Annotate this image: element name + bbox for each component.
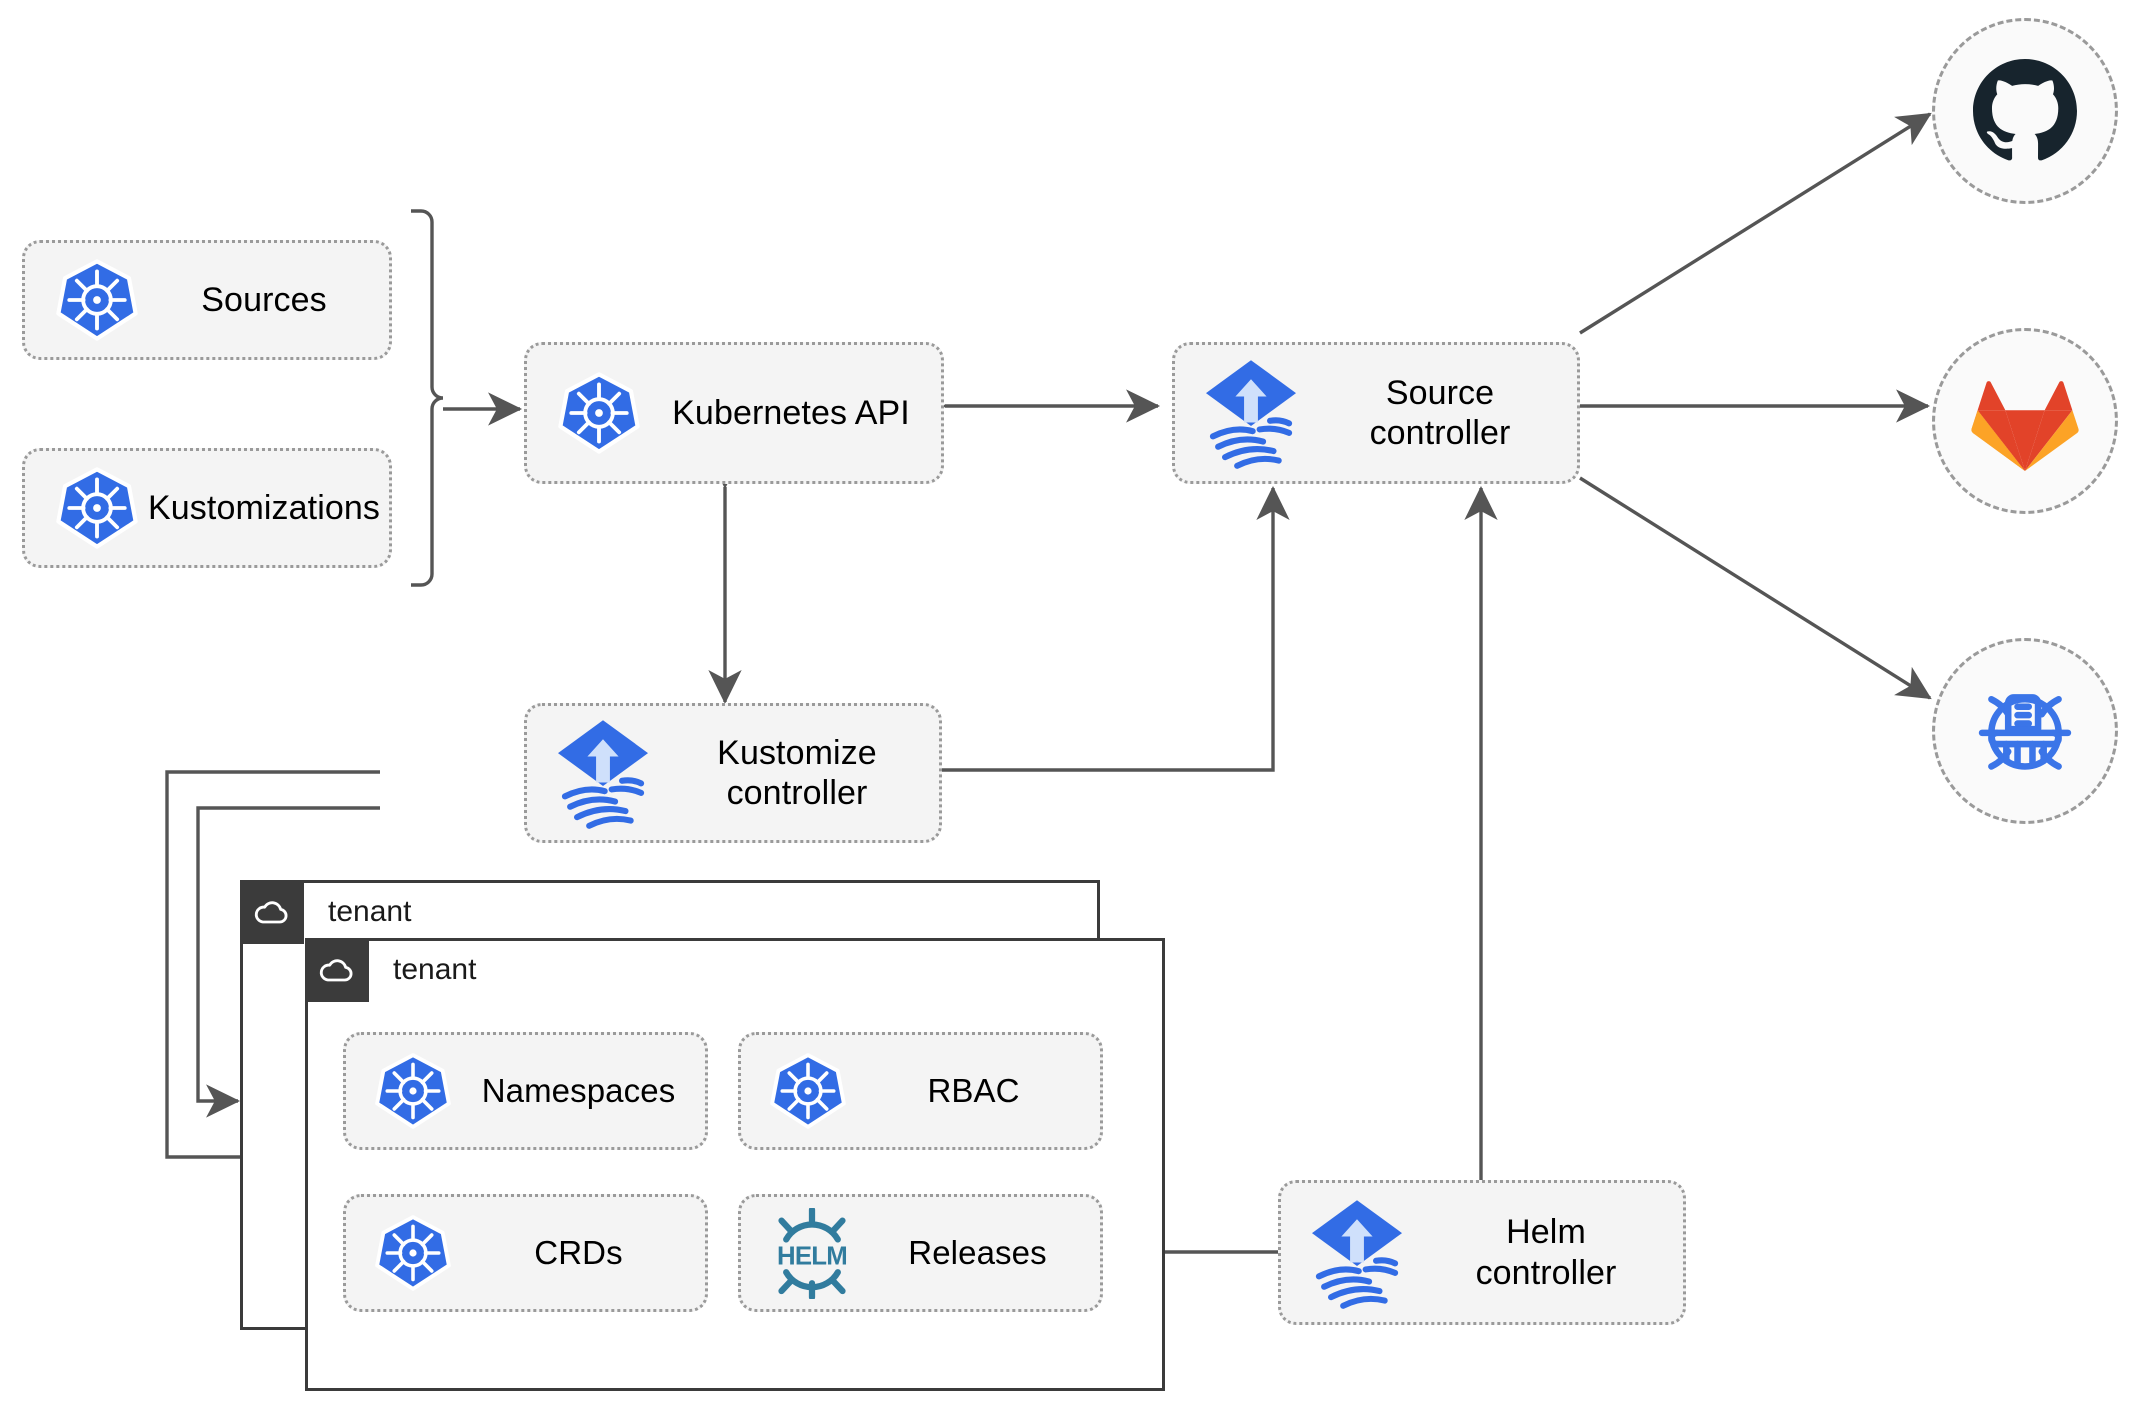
provider-helm-repository[interactable] bbox=[1932, 638, 2118, 824]
card-crds[interactable]: CRDs bbox=[343, 1194, 708, 1312]
card-label: CRDs bbox=[534, 1233, 623, 1271]
provider-gitlab[interactable] bbox=[1932, 328, 2118, 514]
edge-kustomize-to-source bbox=[937, 485, 1290, 772]
node-kustomize-controller[interactable]: Kustomize controller bbox=[524, 703, 942, 843]
sources-group-bracket bbox=[411, 209, 444, 587]
kubernetes-icon bbox=[374, 1052, 452, 1130]
flux-glyph bbox=[557, 720, 649, 829]
kubernetes-glyph bbox=[375, 1053, 451, 1129]
card-label: Sources bbox=[201, 280, 327, 319]
flux-glyph bbox=[1205, 360, 1297, 469]
kubernetes-glyph bbox=[558, 372, 640, 454]
card-rbac[interactable]: RBAC bbox=[738, 1032, 1103, 1150]
kubernetes-glyph bbox=[56, 467, 138, 549]
kubernetes-glyph bbox=[770, 1053, 846, 1129]
kubernetes-icon bbox=[769, 1052, 847, 1130]
flux-glyph bbox=[1311, 1199, 1403, 1309]
github-icon bbox=[1973, 59, 2077, 161]
flux-icon bbox=[1305, 1195, 1409, 1311]
tenant-label: tenant bbox=[328, 895, 412, 928]
node-source-controller[interactable]: Source controller bbox=[1172, 342, 1580, 484]
card-label: Namespaces bbox=[481, 1071, 676, 1109]
card-releases[interactable]: HELM Releases bbox=[738, 1194, 1103, 1312]
cloud-icon bbox=[305, 938, 369, 1002]
kubernetes-icon bbox=[55, 466, 139, 550]
kubernetes-icon bbox=[55, 258, 139, 342]
tenant-label: tenant bbox=[393, 953, 477, 986]
flux-icon bbox=[1199, 355, 1303, 471]
flux-icon bbox=[551, 715, 655, 831]
card-label: Releases bbox=[908, 1233, 1047, 1271]
kubernetes-icon bbox=[374, 1214, 452, 1292]
card-label: Kustomizations bbox=[148, 488, 380, 527]
tenant-header-2: tenant bbox=[305, 938, 476, 1002]
node-label: Kustomize controller bbox=[717, 733, 877, 812]
card-sources[interactable]: Sources bbox=[22, 240, 392, 360]
card-label: RBAC bbox=[927, 1071, 1020, 1109]
tenant-group-2: tenant bbox=[305, 938, 1165, 1391]
provider-github[interactable] bbox=[1932, 18, 2118, 204]
node-kubernetes-api[interactable]: Kubernetes API bbox=[524, 342, 944, 484]
card-namespaces[interactable]: Namespaces bbox=[343, 1032, 708, 1150]
node-helm-controller[interactable]: Helm controller bbox=[1278, 1180, 1686, 1325]
kubernetes-glyph bbox=[375, 1215, 451, 1291]
cloud-icon bbox=[240, 880, 304, 944]
tenant-header-1: tenant bbox=[240, 880, 411, 944]
kubernetes-glyph bbox=[56, 259, 138, 341]
helm-registry-icon bbox=[1978, 694, 2072, 770]
edge-source-to-github bbox=[1579, 112, 1932, 335]
node-label: Source controller bbox=[1369, 373, 1511, 452]
gitlab-icon bbox=[1971, 381, 2079, 471]
node-label: Kubernetes API bbox=[672, 393, 910, 432]
helm-icon: HELM bbox=[769, 1207, 855, 1299]
card-kustomizations[interactable]: Kustomizations bbox=[22, 448, 392, 568]
edge-source-to-helm-registry bbox=[1579, 476, 1932, 700]
svg-text:HELM: HELM bbox=[777, 1242, 847, 1270]
helm-glyph: HELM bbox=[777, 1207, 848, 1299]
kubernetes-icon bbox=[557, 371, 641, 455]
node-label: Helm controller bbox=[1475, 1213, 1617, 1292]
